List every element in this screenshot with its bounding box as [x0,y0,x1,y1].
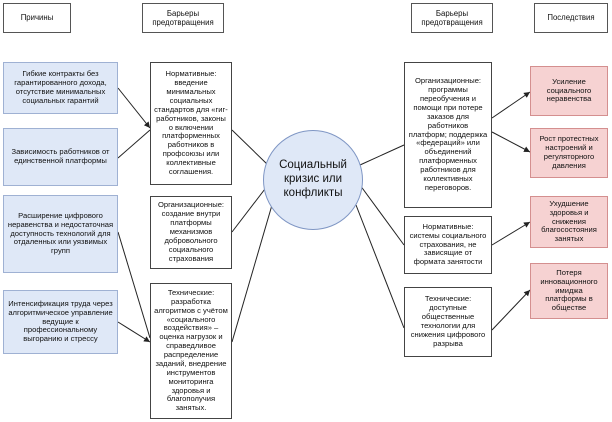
cause-box: Интенсификация труда через алгоритмическ… [3,290,118,354]
arrow-cause-2 [117,129,151,159]
arrow-cause-4 [117,321,151,343]
central-event: Социальный кризис или конфликты [263,130,363,230]
header-barriers-right: Барьеры предотвращения [411,3,493,33]
arrow-cause-3 [117,231,151,339]
consequence-box: Потеря инновационного имиджа платформы в… [530,263,608,319]
cause-box: Расширение цифрового неравенства и недос… [3,195,118,273]
header-causes: Причины [3,3,71,33]
arrow-conseq-1 [491,91,531,119]
barrier-left-box: Нормативные: введение минимальных социал… [150,62,232,185]
arrow-rb-2 [359,184,405,246]
arrow-lb-2 [231,184,269,233]
arrow-rb-3 [355,204,405,329]
arrow-lb-3 [231,204,273,343]
cause-box: Гибкие контракты без гарантированного до… [3,62,118,114]
arrow-conseq-3 [491,221,531,246]
barrier-right-box: Организационные: программы переобучения … [404,62,492,208]
consequence-box: Рост протестных настроений и регуляторно… [530,128,608,178]
header-barriers-left: Барьеры предотвращения [142,3,224,33]
arrow-conseq-2 [491,131,531,153]
arrow-conseq-4 [491,289,531,331]
consequence-box: Усиление социального неравенства [530,66,608,116]
barrier-left-box: Организационные: создание внутри платфор… [150,196,232,269]
arrow-lb-1 [231,129,269,166]
barrier-right-box: Технические: доступные общественные техн… [404,287,492,357]
arrow-rb-1 [359,144,405,166]
header-consequences: Последствия [534,3,608,33]
cause-box: Зависимость работников от единственной п… [3,128,118,186]
arrow-cause-1 [117,87,151,129]
barrier-right-box: Нормативные: системы социального страхов… [404,216,492,274]
barrier-left-box: Технические: разработка алгоритмов с учё… [150,283,232,419]
consequence-box: Ухудшение здоровья и снижения благососто… [530,196,608,248]
